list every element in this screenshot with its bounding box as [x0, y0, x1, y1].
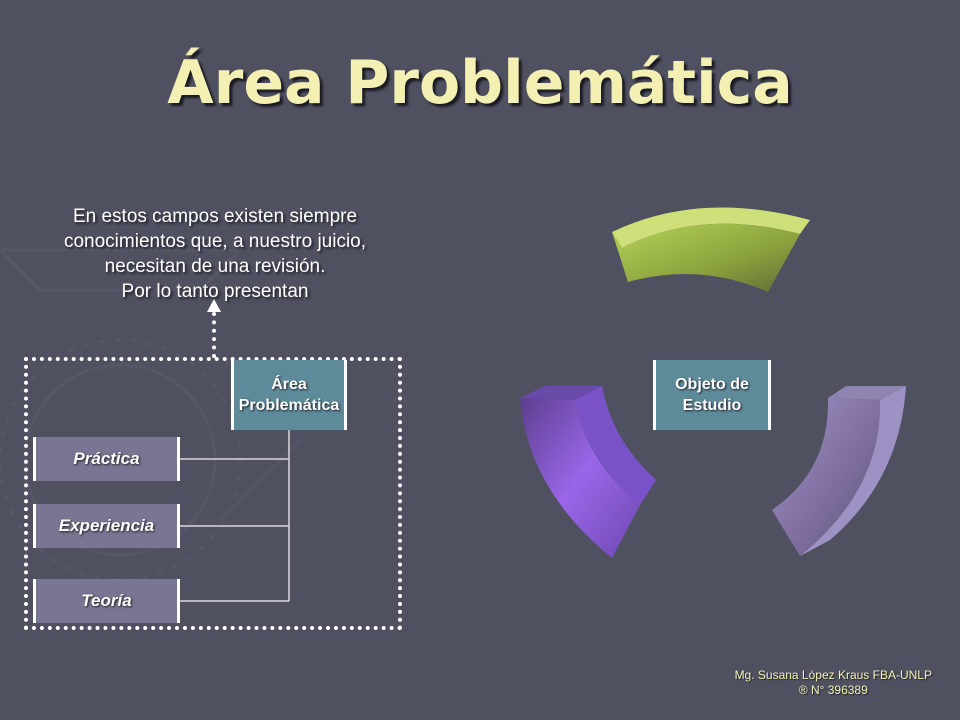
child-node-experiencia: Experiencia: [33, 504, 180, 548]
credit-line: ® N° 396389: [798, 683, 868, 697]
dotted-frame: [24, 357, 402, 630]
child-node-teoria: Teoría: [33, 579, 180, 623]
cycle-segment-left: [520, 386, 656, 558]
intro-text: En estos campos existen siempre conocimi…: [30, 204, 400, 304]
root-node-area-problematica: Área Problemática: [231, 360, 347, 430]
cycle-center-objeto-de-estudio: Objeto de Estudio: [653, 360, 771, 430]
dotted-arrow-line: [212, 312, 216, 358]
cycle-segment-right: [772, 386, 906, 556]
intro-line: Por lo tanto presentan: [121, 281, 309, 302]
intro-line: conocimientos que, a nuestro juicio,: [63, 231, 367, 252]
cycle-segment-top: [612, 207, 810, 292]
author-credit: Mg. Susana López Kraus FBA-UNLP ® N° 396…: [735, 668, 932, 698]
child-node-practica: Práctica: [33, 437, 180, 481]
intro-line: En estos campos existen siempre: [72, 206, 358, 227]
up-arrow-head: [207, 299, 221, 312]
credit-line: Mg. Susana López Kraus FBA-UNLP: [734, 668, 932, 682]
intro-line: necesitan de una revisión.: [104, 256, 326, 277]
slide-title: Área Problemática: [167, 48, 793, 118]
